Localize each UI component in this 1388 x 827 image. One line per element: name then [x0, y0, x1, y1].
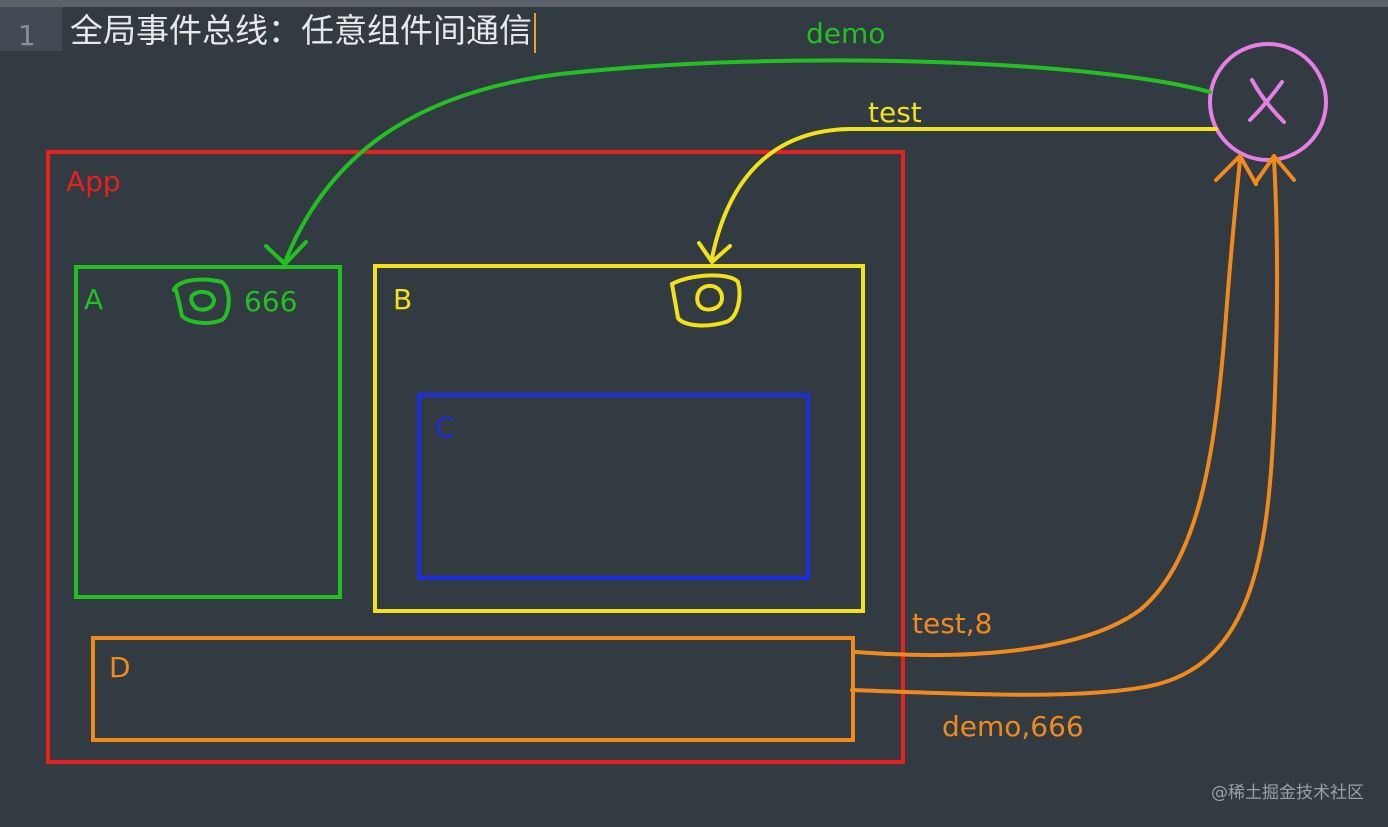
demo-arrowhead [264, 240, 308, 266]
test-arrowhead [697, 241, 732, 264]
d-component-box [91, 636, 855, 742]
test-event-label: test [868, 96, 922, 129]
emit-test-arrowhead [1214, 154, 1258, 186]
a-value-label: 666 [244, 285, 298, 318]
event-bus-x-mark [1248, 78, 1286, 124]
text-caret [534, 12, 536, 53]
editor-top-strip [0, 0, 1388, 7]
a-label: A [84, 283, 104, 316]
emit-test-label: test,8 [912, 607, 993, 640]
c-component-box [417, 393, 810, 580]
a-component-box [74, 265, 342, 599]
demo-binding-arrow [283, 58, 1212, 264]
line-number: 1 [18, 19, 36, 52]
b-camera-scribble [670, 273, 742, 328]
event-bus-circle [1208, 42, 1328, 162]
test-binding-arrow [710, 127, 1218, 260]
app-component-box [46, 150, 905, 764]
emit-test-arrow [854, 158, 1242, 657]
demo-event-label: demo [806, 17, 886, 50]
line-number-gutter: 1 [0, 7, 62, 52]
emit-demo-arrowhead [1254, 154, 1296, 184]
b-component-box [373, 264, 865, 613]
a-camera-scribble [172, 277, 231, 325]
watermark: @稀土掘金技术社区 [1211, 783, 1364, 803]
page-title: 全局事件总线：任意组件间通信 [70, 8, 536, 54]
title-text: 全局事件总线：任意组件间通信 [70, 11, 532, 50]
d-label: D [109, 651, 131, 684]
emit-demo-label: demo,666 [942, 710, 1084, 743]
app-label: App [66, 165, 121, 198]
emit-demo-arrow [850, 158, 1279, 697]
b-label: B [393, 283, 413, 316]
c-label: C [435, 411, 455, 444]
